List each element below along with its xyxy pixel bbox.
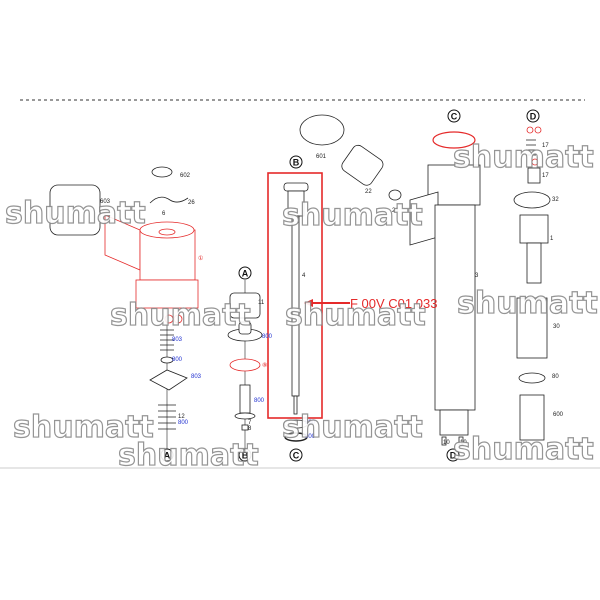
connector-d-bottom: D — [446, 448, 460, 462]
sleeve-600 — [519, 394, 545, 441]
shim-8 — [229, 358, 261, 372]
reference-arrow — [304, 299, 350, 307]
connector-c-top: C — [447, 109, 461, 123]
part-number-label: 80 — [552, 374, 559, 380]
clip-26 — [149, 196, 189, 204]
svg-text:D: D — [530, 112, 537, 122]
part-number-label: 30 — [553, 324, 560, 330]
valve-pin-800 — [239, 384, 251, 414]
part-number-label: 21 — [392, 208, 399, 214]
solenoid-assembly — [49, 166, 199, 455]
washer-80 — [518, 372, 546, 384]
svg-text:C: C — [451, 112, 458, 122]
part-number-label: 17 — [542, 143, 549, 149]
washer-800 — [160, 356, 174, 364]
nut-11 — [229, 292, 261, 319]
control-rod-4 — [283, 182, 309, 442]
part-number-label: ① — [198, 255, 203, 262]
part-number-label: 800 — [262, 334, 273, 340]
part-number-label: 1 — [550, 236, 554, 242]
svg-text:D: D — [450, 451, 457, 461]
connector-b-bottom: B — [238, 448, 252, 462]
spring-17 — [526, 139, 536, 156]
part-number-label: 3 — [475, 273, 479, 279]
part-number-label: 32 — [552, 197, 559, 203]
seal-ring-c — [432, 131, 476, 149]
part-number-label: 600 — [553, 412, 564, 418]
solenoid-body-highlight — [104, 214, 199, 324]
part-number-label: 22 — [365, 189, 372, 195]
pin-17 — [527, 167, 541, 184]
reference-part-number: F 00V C01 033 — [350, 296, 438, 311]
connector-cap — [49, 184, 101, 236]
connector-d-top: D — [526, 109, 540, 123]
part-number-label: 803 — [191, 374, 202, 380]
part-number-label: 4 — [302, 273, 306, 279]
connector-labels: B C D A A B C D — [160, 109, 540, 462]
valve-group — [227, 280, 263, 450]
ring-800 — [283, 419, 309, 429]
part-number-label: 602 — [180, 173, 191, 179]
svg-text:A: A — [242, 269, 249, 279]
ring-21 — [388, 189, 402, 201]
connector-b-top: B — [289, 155, 303, 169]
inlet-22 — [341, 144, 384, 186]
part-number-label: 800 — [254, 398, 265, 404]
part-number-label: 601 — [316, 154, 327, 160]
part-number-label: 800 — [305, 420, 316, 426]
svg-text:C: C — [293, 451, 300, 461]
connector-a-bottom: A — [160, 448, 174, 462]
nozzle-nut-30 — [516, 297, 548, 359]
highlight-box — [267, 172, 323, 419]
connector-a-top: A — [238, 266, 252, 280]
armature-plate-803 — [149, 369, 188, 391]
svg-text:B: B — [242, 451, 249, 461]
spring-803 — [160, 329, 174, 351]
seal-800 — [284, 432, 308, 442]
part-number-label: 17 — [542, 173, 549, 179]
part-number-label: 10 — [443, 440, 450, 446]
part-number-label: 800 — [172, 357, 183, 363]
body-shaft — [434, 204, 476, 411]
part-number-label: 12 — [178, 414, 185, 420]
nozzle-1 — [519, 214, 549, 244]
part-number-label: ⑧ — [262, 362, 267, 369]
part-number-label: 803 — [172, 337, 183, 343]
part-number-callouts: 602266036①8038008031280011800⑧8007848008… — [100, 143, 564, 446]
injector-body — [299, 114, 481, 446]
part-number-label: 8 — [248, 426, 252, 432]
part-number-label: 26 — [188, 200, 195, 206]
part-number-label: 11 — [258, 300, 265, 306]
part-number-label: 800 — [178, 420, 189, 426]
cap-601 — [299, 114, 345, 146]
nut-602 — [151, 166, 173, 178]
nozzle-group — [513, 126, 551, 441]
part-number-label: 10 — [460, 440, 467, 446]
part-number-label: 7 — [248, 420, 252, 426]
connector-c-bottom: C — [289, 448, 303, 462]
spring-12 — [158, 404, 176, 430]
svg-text:B: B — [293, 158, 300, 168]
svg-text:A: A — [164, 451, 171, 461]
ring-32 — [513, 191, 551, 209]
part-number-label: 603 — [100, 199, 111, 205]
part-number-label: 6 — [162, 211, 166, 217]
part-number-label: 800 — [305, 434, 316, 440]
